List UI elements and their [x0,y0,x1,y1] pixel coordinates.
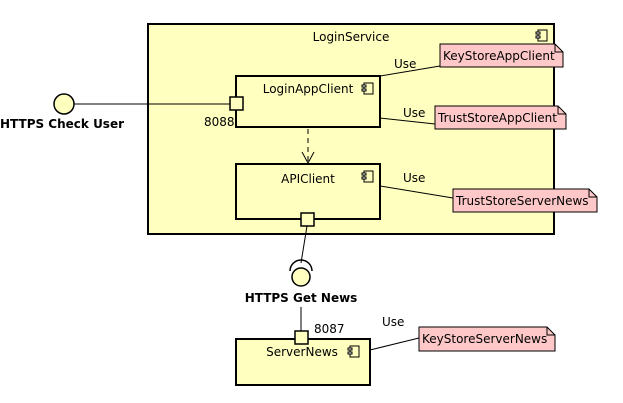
truststore-server-news-note[interactable]: TrustStoreServerNews [452,188,598,213]
component-icon [535,29,548,42]
keystore-server-news-label: KeyStoreServerNews [422,332,547,346]
login-service-label: LoginService [313,30,390,44]
server-news-component[interactable]: ServerNews [235,338,371,386]
server-news-port[interactable] [294,330,309,345]
use-label-4: Use [382,315,404,329]
keystore-server-news-note[interactable]: KeyStoreServerNews [418,326,556,352]
login-port-label: 8088 [204,115,235,129]
login-app-client-component[interactable]: LoginAppClient [235,75,381,128]
use-connector-4 [369,337,420,351]
get-news-socket-icon [289,259,313,272]
api-client-component[interactable]: APIClient [235,163,381,220]
keystore-app-client-note[interactable]: KeyStoreAppClient [439,43,564,68]
use-label-1: Use [394,57,416,71]
api-client-port[interactable] [300,212,315,227]
get-news-required-connector [300,225,308,264]
check-user-interface-label: HTTPS Check User [0,117,124,131]
server-news-port-label: 8087 [314,322,345,336]
login-app-client-label: LoginAppClient [263,82,354,96]
api-client-label: APIClient [281,172,335,186]
get-news-interface-label: HTTPS Get News [245,291,358,305]
component-icon [347,345,360,358]
use-label-2: Use [403,106,425,120]
truststore-server-news-label: TrustStoreServerNews [455,194,589,208]
component-icon [361,170,374,183]
server-news-label: ServerNews [266,345,338,359]
component-icon [361,82,374,95]
login-port[interactable] [229,96,244,111]
use-connector-2 [379,117,436,125]
truststore-app-client-note[interactable]: TrustStoreAppClient [434,105,567,130]
truststore-app-client-label: TrustStoreAppClient [437,111,557,125]
use-label-3: Use [403,171,425,185]
check-user-interface-icon[interactable] [53,93,75,115]
get-news-interface-icon[interactable] [291,267,311,287]
keystore-app-client-label: KeyStoreAppClient [443,49,555,63]
use-connector-3 [379,185,454,199]
dependency-arrowhead [301,151,315,165]
use-connector-1 [379,65,441,77]
